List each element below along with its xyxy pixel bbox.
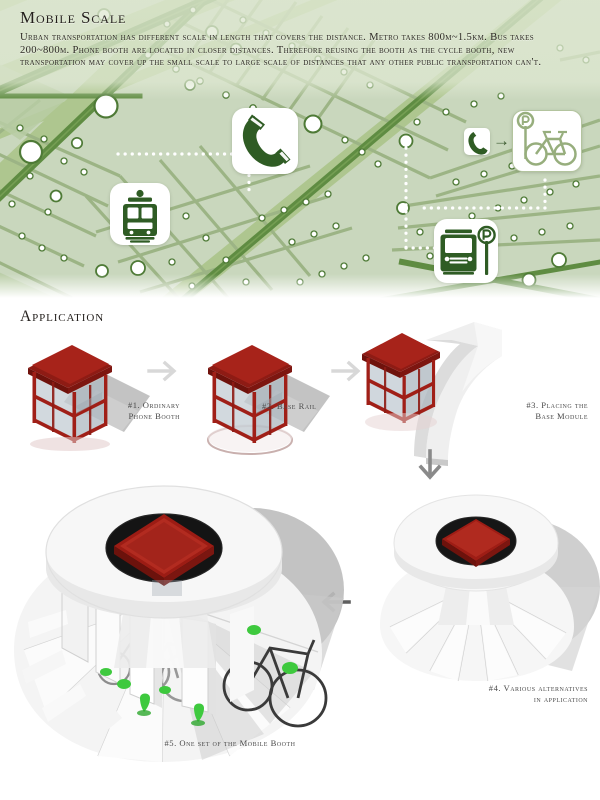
caption-step-3: #3. Placing the Base Module [526, 400, 588, 421]
render-step-5-mobile-booth-set [2, 472, 347, 797]
render-step-2-base-rail [192, 332, 342, 457]
application-section: Application [0, 300, 600, 800]
arrow-right-icon-2 [331, 360, 361, 382]
intro-paragraph: Urban transportation has different scale… [20, 32, 542, 69]
phone-booth-icon [232, 108, 298, 174]
caption-step-1: #1. Ordinary Phone Booth [127, 400, 180, 421]
bus-parking-icon [434, 219, 498, 283]
caption-step-5: #5. One set of the Mobile Booth [164, 738, 296, 748]
bike-parking-icon [512, 110, 582, 172]
arrow-down-icon [418, 449, 442, 480]
page-title: Mobile Scale [20, 8, 127, 27]
arrow-right-icon-1 [147, 360, 177, 382]
render-module-empty [372, 475, 600, 695]
map-transform-arrow: → [493, 131, 510, 150]
phone-small-icon [464, 128, 490, 155]
caption-step-2: #2. Base Rail [262, 401, 317, 411]
header-block: Mobile Scale Urban transportation has di… [20, 8, 580, 70]
map-section: → [0, 0, 600, 300]
section-title-application: Application [20, 308, 105, 325]
render-step-3-base-module [352, 318, 532, 468]
caption-step-4: #4. Various alternatives in application [488, 683, 588, 704]
render-step-1-phone-booth [12, 332, 157, 452]
metro-train-icon [110, 183, 170, 245]
